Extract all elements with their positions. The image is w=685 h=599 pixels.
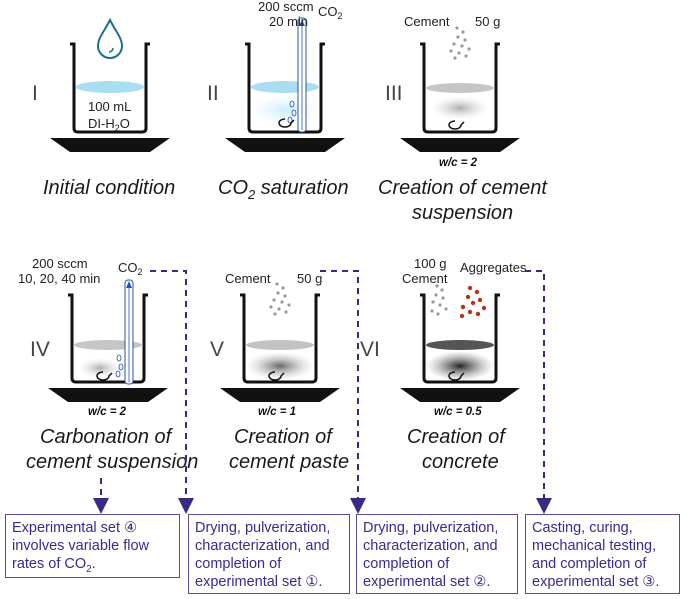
aggregates-label: Aggregates [460, 260, 527, 275]
mass-label-5: 50 g [297, 271, 322, 286]
beaker-4 [68, 293, 148, 384]
step-6: VI 100 g Cement Aggregates w/c = 0.5 Cre… [360, 256, 527, 473]
beaker-5 [240, 293, 320, 384]
material-label-5: Cement [225, 271, 271, 286]
stir-plate-5 [220, 388, 340, 402]
water-surface-1 [76, 81, 144, 93]
result-box-set-4: Experimental set ④ involves variable flo… [5, 514, 180, 578]
step-5-caption-line2: cement paste [229, 451, 349, 473]
step-3-numeral: III [385, 82, 403, 105]
stir-bar-icon [278, 118, 295, 128]
step-1-numeral: I [32, 82, 38, 105]
stir-plate-6 [400, 388, 520, 402]
step-1-caption: Initial condition [43, 177, 175, 199]
step-2-caption: CO2 saturation [218, 177, 349, 202]
cement-particles-5 [269, 282, 291, 316]
stir-plate-3 [400, 138, 520, 152]
step-3-caption-line2: suspension [412, 202, 513, 224]
step-5-caption-line1: Creation of [234, 426, 334, 448]
step-6-numeral: VI [360, 338, 380, 361]
step-4-numeral: IV [30, 338, 50, 361]
arrow-to-box-3 [525, 270, 552, 514]
step-2: II 200 sccm 20 min CO2 CO2 saturation [207, 0, 349, 202]
time-label-4: 10, 20, 40 min [18, 271, 100, 286]
step-3-caption-line1: Creation of cement [378, 177, 548, 199]
gas-label-4: CO2 [118, 260, 143, 277]
step-2-numeral: II [207, 82, 219, 105]
mass-label-6: 100 g [414, 256, 447, 271]
beaker-1 [70, 42, 150, 134]
flow-label-2: 200 sccm [258, 0, 314, 14]
beaker-3 [420, 42, 500, 134]
beaker-6 [420, 293, 500, 384]
time-label-2: 20 min [269, 14, 308, 29]
wc-ratio-6: w/c = 0.5 [434, 406, 482, 418]
stir-plate-1 [50, 138, 170, 152]
step-1: I 100 mL DI-H2O Initial condition [32, 17, 175, 199]
step-6-caption-line1: Creation of [407, 426, 507, 448]
step-4-caption-line1: Carbonation of [40, 426, 174, 448]
mass-label-3: 50 g [475, 14, 500, 29]
stir-plate-2 [225, 138, 345, 152]
wc-ratio-5: w/c = 1 [258, 406, 296, 418]
volume-label: 100 mL [88, 99, 131, 114]
step-5: V Cement 50 g w/c = 1 Creation of cement… [210, 271, 349, 473]
gas-label-2: CO2 [318, 4, 343, 21]
flow-label-4: 200 sccm [32, 256, 88, 271]
result-box-set-2: Drying, pulverization, characterization,… [356, 514, 518, 594]
connectors [93, 270, 552, 514]
beaker-2 [245, 42, 325, 134]
stir-plate-4 [48, 388, 168, 402]
cement-particles-6 [430, 284, 448, 316]
water-label: DI-H2O [88, 116, 130, 133]
water-surface-2 [251, 81, 319, 93]
step-5-numeral: V [210, 338, 224, 361]
step-4-caption-line2: cement suspension [26, 451, 198, 473]
wc-ratio-3: w/c = 2 [439, 157, 478, 169]
cement-particles-3 [449, 26, 471, 60]
arrow-to-box-2 [320, 270, 366, 514]
suspension-surface-3 [426, 83, 494, 93]
result-box-set-1: Drying, pulverization, characterization,… [188, 514, 350, 594]
arrow-to-box-1 [150, 270, 194, 514]
step-4: IV 200 sccm 10, 20, 40 min CO2 w/c = 2 C… [18, 256, 198, 473]
material-label-3: Cement [404, 14, 450, 29]
water-drop-icon [96, 17, 124, 59]
material-label-6: Cement [402, 271, 448, 286]
step-3: III Cement 50 g w/c = 2 Creation of ceme… [378, 14, 548, 224]
wc-ratio-4: w/c = 2 [88, 406, 127, 418]
result-box-set-3: Casting, curing, mechanical testing, and… [525, 514, 680, 594]
aggregate-particles [459, 285, 487, 319]
step-6-caption-line2: concrete [422, 451, 499, 473]
